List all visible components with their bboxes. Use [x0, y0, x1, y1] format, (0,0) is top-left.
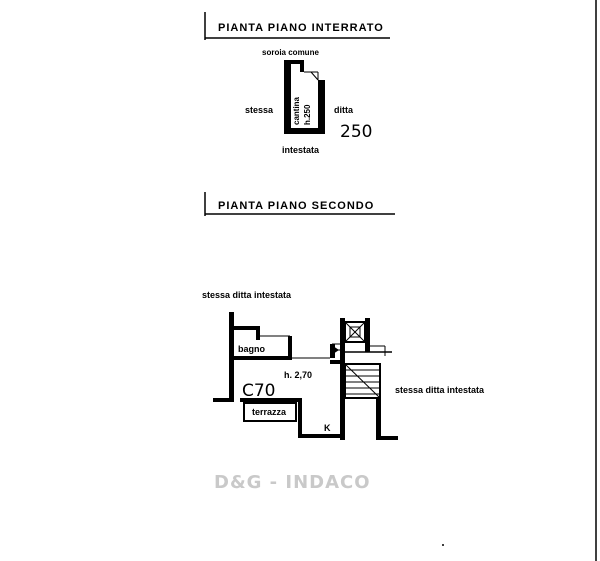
room-terrace: terrazza [252, 407, 287, 417]
second-floor-label-right: stessa ditta intestata [395, 385, 485, 395]
room-bathroom: bagno [238, 344, 265, 354]
basement-plan: soroia comune stessa ditta intestata can… [245, 48, 372, 155]
second-floor-handwritten-note: C70 [242, 381, 276, 401]
second-floor-plan: stessa ditta intestata stessa ditta inte… [202, 290, 485, 440]
basement-label-right: ditta [334, 105, 354, 115]
apartment-walls [213, 312, 398, 440]
cellar-label: cantina [292, 96, 301, 125]
cellar-walls [284, 60, 325, 134]
second-floor-label-top: stessa ditta intestata [202, 290, 292, 300]
basement-label-bottom: intestata [282, 145, 320, 155]
room-k: K [324, 423, 331, 433]
cellar-height: h.250 [303, 104, 312, 125]
scan-speck [442, 544, 444, 546]
second-floor-header: PIANTA PIANO SECONDO [204, 192, 395, 216]
basement-label-top: soroia comune [262, 48, 319, 57]
second-floor-title: PIANTA PIANO SECONDO [218, 200, 374, 212]
basement-handwritten-note: 250 [340, 122, 372, 142]
room-height: h. 2,70 [284, 370, 312, 380]
basement-header: PIANTA PIANO INTERRATO [204, 12, 390, 40]
basement-label-left: stessa [245, 105, 274, 115]
watermark: D&G - INDACO [214, 472, 371, 493]
basement-title: PIANTA PIANO INTERRATO [218, 22, 384, 34]
